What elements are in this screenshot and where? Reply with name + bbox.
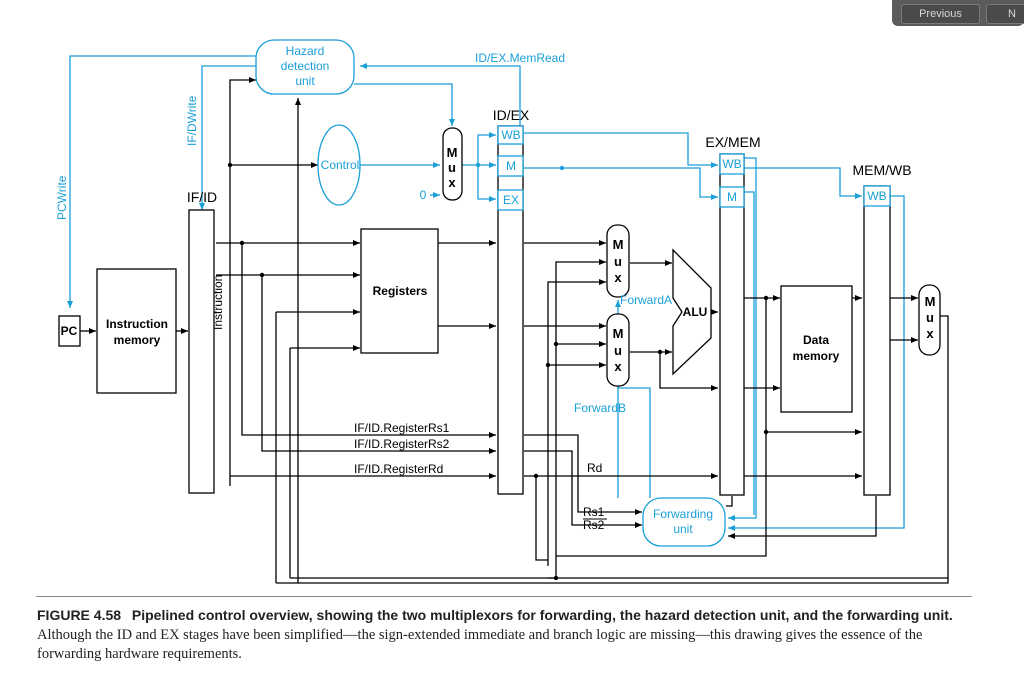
svg-text:x: x — [448, 175, 456, 190]
svg-text:Instruction: Instruction — [211, 275, 225, 330]
forward-a-label: ForwardA — [620, 293, 672, 307]
zero-label: 0 — [420, 188, 427, 202]
forward-a-mux: M u x — [606, 224, 630, 298]
hazard-detection-unit: Hazard detection unit — [255, 39, 355, 95]
datapath-wires — [80, 77, 949, 584]
forwarding-unit: Forwarding unit — [642, 497, 726, 547]
svg-text:x: x — [614, 270, 622, 285]
svg-text:M: M — [613, 326, 624, 341]
register-file: Registers — [360, 228, 439, 354]
svg-text:Forwarding: Forwarding — [653, 507, 713, 521]
rs2-field-label: IF/ID.RegisterRs2 — [354, 437, 450, 451]
alu: ALU — [672, 248, 712, 376]
svg-text:WB: WB — [867, 189, 886, 203]
svg-text:u: u — [614, 254, 622, 269]
id-ex-register: ID/EX WB M EX — [493, 107, 530, 495]
svg-text:unit: unit — [295, 74, 315, 88]
previous-button[interactable]: Previous — [901, 4, 980, 24]
forward-b-label: ForwardB — [574, 401, 626, 415]
junction-dots — [227, 162, 769, 581]
rs2-label: Rs2 — [583, 518, 605, 532]
svg-text:detection: detection — [281, 59, 330, 73]
svg-text:unit: unit — [673, 522, 693, 536]
rs1-label: Rs1 — [583, 505, 605, 519]
svg-text:ALU: ALU — [683, 305, 708, 319]
data-memory: Data memory — [780, 285, 853, 413]
svg-text:EX: EX — [503, 193, 519, 207]
svg-text:ID/EX: ID/EX — [493, 107, 530, 123]
ifidwrite-label: IF/DWrite — [185, 95, 199, 146]
rd-field-label: IF/ID.RegisterRd — [354, 462, 443, 476]
svg-text:memory: memory — [114, 333, 161, 347]
mem-wb-register: MEM/WB WB — [852, 162, 912, 496]
svg-text:EX/MEM: EX/MEM — [705, 134, 760, 150]
svg-text:Registers: Registers — [373, 284, 428, 298]
forward-b-mux: M u x — [606, 313, 630, 387]
writeback-mux: M u x — [918, 284, 941, 356]
next-button[interactable]: N — [986, 4, 1024, 24]
control-unit: Control — [317, 124, 361, 206]
pcwrite-label: PCWrite — [55, 175, 69, 220]
svg-text:u: u — [926, 310, 934, 325]
caption-divider — [36, 596, 972, 597]
svg-text:MEM/WB: MEM/WB — [852, 162, 911, 178]
svg-text:M: M — [727, 190, 737, 204]
if-id-register: IF/ID Instruction — [187, 189, 225, 494]
figure-number: FIGURE 4.58 — [37, 607, 122, 623]
pc-register: PC — [58, 315, 81, 347]
ex-mem-register: EX/MEM WB M — [705, 134, 761, 496]
svg-text:M: M — [506, 159, 516, 173]
figure-body: Although the ID and EX stages have been … — [37, 627, 923, 662]
junction-dots-blue — [475, 162, 565, 171]
pipeline-diagram: Hazard detection unit ID/EX.MemRead PCWr… — [55, 39, 949, 584]
control-mux: M u x — [442, 127, 463, 201]
svg-text:x: x — [614, 359, 622, 374]
svg-text:PC: PC — [61, 324, 78, 338]
svg-text:M: M — [925, 294, 936, 309]
svg-text:Hazard: Hazard — [286, 44, 325, 58]
idex-memread-label: ID/EX.MemRead — [475, 51, 565, 65]
rd-label: Rd — [587, 461, 602, 475]
svg-text:M: M — [613, 237, 624, 252]
svg-text:WB: WB — [501, 128, 520, 142]
svg-text:Control: Control — [321, 158, 360, 172]
figure-caption: FIGURE 4.58 Pipelined control overview, … — [37, 606, 982, 664]
svg-text:u: u — [448, 160, 456, 175]
svg-text:x: x — [926, 326, 934, 341]
svg-text:WB: WB — [722, 157, 741, 171]
rs1-field-label: IF/ID.RegisterRs1 — [354, 421, 450, 435]
svg-text:Instruction: Instruction — [106, 317, 168, 331]
figure-title: Pipelined control overview, showing the … — [131, 607, 953, 623]
svg-text:Data: Data — [803, 333, 829, 347]
svg-text:u: u — [614, 343, 622, 358]
svg-text:IF/ID: IF/ID — [187, 189, 217, 205]
svg-text:memory: memory — [793, 349, 840, 363]
svg-text:M: M — [447, 145, 458, 160]
instruction-memory: Instruction memory — [96, 268, 177, 394]
